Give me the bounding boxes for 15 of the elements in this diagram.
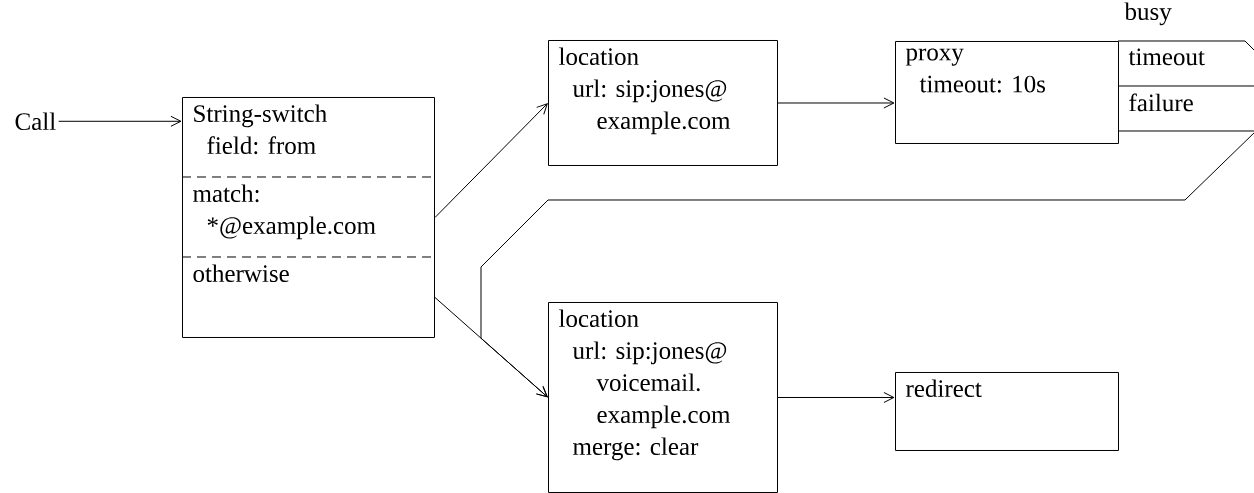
location-box: location url: sip:jones@ example.com — [548, 40, 778, 166]
arrow — [777, 97, 895, 109]
output-cell: timeout — [1117, 40, 1254, 87]
case-section: match: *@example.com — [181, 176, 435, 240]
arrow — [58, 115, 182, 127]
output-cell: failure — [1117, 93, 1254, 132]
output-label: busy — [1124, 2, 1172, 26]
arrow — [480, 131, 1254, 398]
case-section: otherwise — [181, 256, 435, 283]
start-label: Call — [15, 112, 56, 131]
arrow — [777, 392, 895, 403]
arrow — [434, 103, 548, 218]
redirect-box: redirect — [895, 372, 1119, 451]
proxy-box: proxy timeout: 10s — [895, 41, 1119, 144]
location-box: location url: sip:jones@ voicemail. example.com merge: clear — [548, 302, 778, 493]
